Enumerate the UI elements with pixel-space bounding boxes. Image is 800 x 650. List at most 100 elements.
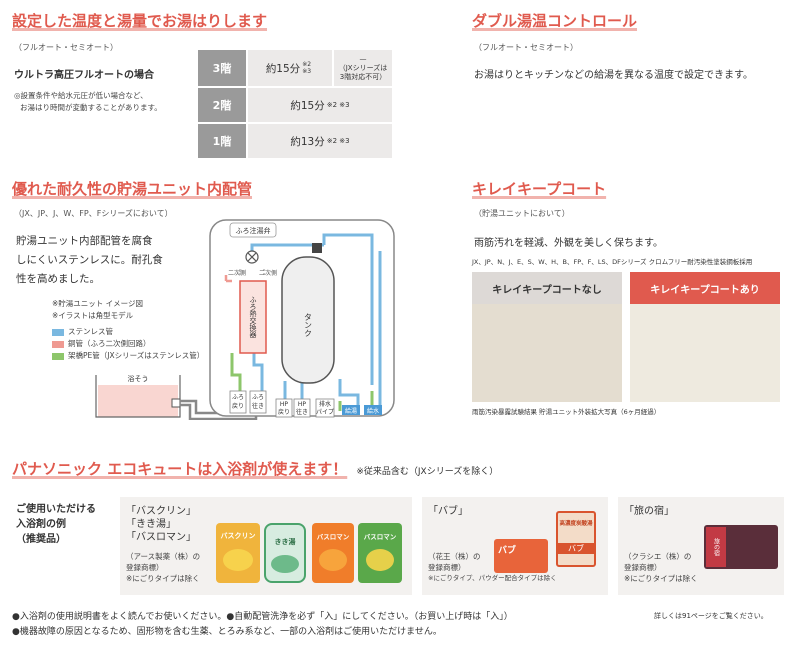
footer-note-2: ●機器故障の原因となるため、固形物を含む生薬、とろみ系など、一部の入浴剤はご使用… — [12, 627, 442, 637]
footnote-mark: ※2 ※3 — [326, 101, 350, 109]
valve-label-box — [229, 222, 277, 238]
install-note-line1: ◎設置条件や給水元圧が低い場合など、 — [14, 91, 148, 100]
lemon-graphic — [366, 549, 394, 571]
bath-outline — [95, 375, 181, 418]
outlet-water-label: 給水 — [367, 407, 379, 415]
jx-note-line1: （JXシリーズは — [338, 63, 388, 72]
footnote-mark: ※2 ※3 — [302, 61, 312, 75]
floor-label: 1階 — [198, 122, 246, 158]
floor-label: 2階 — [198, 86, 246, 122]
jx-note-cell: — （JXシリーズは 3階対応不可） — [334, 50, 392, 86]
durable-piping-title: 優れた耐久性の貯湯ユニット内配管 — [12, 180, 253, 198]
package-label: 旅の宿 — [712, 538, 720, 556]
install-note-line2: お湯はり時間が変動することがあります。 — [20, 103, 162, 112]
package-label: バスロマン — [363, 533, 397, 541]
port-label: ふろ — [252, 394, 264, 401]
recommended-line: ご使用いただける — [16, 504, 96, 515]
floor-row-2: 2階 約15分 ※2 ※3 — [198, 86, 392, 122]
valve-cross — [247, 252, 257, 262]
body-line: 性を高めました。 — [16, 273, 100, 285]
port-label: 戻り — [278, 408, 290, 416]
bub-carbonated-package: 高濃度炭酸湯 バブ — [556, 511, 596, 567]
legend-copper: 銅管（ふろ二次側回路） — [52, 338, 204, 350]
exclusion-note: ※にごりタイプは除く — [126, 574, 200, 583]
tank-fitting — [312, 243, 322, 253]
legend-label: 架橋PE管（JXシリーズはステンレス管） — [68, 351, 205, 360]
with-coat-photo — [630, 304, 780, 402]
bath-additive-title-row: パナソニック エコキュートは入浴剤が使えます！ ※従来品含む（JXシリーズを除く… — [12, 458, 498, 479]
double-temp-title: ダブル湯温コントロール — [472, 12, 638, 30]
package-label: バスロマン — [316, 533, 350, 541]
legend-swatch — [52, 328, 64, 336]
bath-water — [98, 385, 178, 417]
bath-label: 浴そう — [128, 374, 149, 383]
product-names: 「バブ」 — [428, 505, 468, 518]
floor-label: 3階 — [198, 50, 246, 86]
port-label: HP — [280, 401, 289, 408]
bath-additive-note: ※従来品含む（JXシリーズを除く） — [356, 467, 499, 477]
product-name: 「バスロマン」 — [126, 532, 196, 543]
kirei-keep-subtitle: （貯湯ユニットにおいて） — [474, 209, 570, 218]
product-names: 「バスクリン」 「きき湯」 「バスロマン」 — [126, 505, 196, 544]
port-label: パイプ — [316, 409, 334, 416]
pipe-ports: ふろ 戻り ふろ 往き HP 戻り HP 往き 排水 パイプ 給湯 給水 — [229, 390, 382, 418]
bath-heat-exchanger — [239, 280, 267, 354]
secondary-label: 二次側 — [228, 269, 246, 277]
exchanger-label: ふろ熱交換器 — [249, 296, 257, 339]
floor-row-1: 1階 約13分 ※2 ※3 — [198, 122, 392, 158]
package-graphic — [271, 555, 299, 573]
tabinoyado-package: 旅の宿 — [704, 525, 778, 569]
kirei-keep-body: 雨筋汚れを軽減、外観を美しく保ちます。 — [474, 238, 663, 249]
port-label: 往き — [252, 402, 264, 410]
secondary-dash — [239, 269, 265, 277]
body-line: 貯湯ユニット内部配管を腐食 — [16, 235, 153, 247]
citrus-graphic — [223, 549, 253, 571]
product-maker-note: （クラシエ（株）の 登録商標） ※にごりタイプは除く — [624, 551, 698, 584]
kikiyu-package: きき湯 — [264, 523, 306, 583]
bathroman-orange-package: バスロマン — [312, 523, 354, 583]
recommended-line: 入浴剤の例 — [16, 519, 66, 530]
coat-test-caption: 雨筋汚染暴露試験結果 貯湯ユニット外装拡大写真（6ヶ月経過） — [472, 408, 661, 416]
valve-label: ふろ注湯弁 — [236, 226, 271, 235]
legend-stainless: ステンレス管 — [52, 326, 204, 338]
double-temp-subtitle: （フルオート・セミオート） — [474, 43, 578, 52]
package-label: バブ — [498, 546, 517, 556]
product-name: 「バブ」 — [428, 506, 468, 517]
fill-time-cell: 約15分 ※2 ※3 — [248, 86, 392, 122]
product-group-kracie: 「旅の宿」 （クラシエ（株）の 登録商標） ※にごりタイプは除く 旅の宿 — [618, 497, 784, 595]
footer-note-1: ●入浴剤の使用説明書をよく読んでお使いください。●自動配管洗浄を必ず「入」にして… — [12, 612, 513, 622]
recommended-line: （推奨品） — [16, 534, 66, 545]
legend-pe: 架橋PE管（JXシリーズはステンレス管） — [52, 350, 204, 362]
with-coat-header: キレイキープコートあり — [630, 272, 780, 304]
package-label: バブ — [558, 543, 594, 554]
fill-time: 約15分 — [265, 62, 301, 75]
hot-water-tank — [281, 256, 335, 384]
kirei-keep-series: JX、JP、N、J、E、S、W、H、B、FP、F、LS、DFシリーズ クロムフリ… — [472, 258, 753, 266]
bath-adapter — [171, 398, 181, 408]
bub-box-package: バブ — [494, 539, 548, 573]
maker: （アース製薬（株）の — [126, 552, 201, 561]
exclusion-note: ※にごりタイプは除く — [624, 574, 698, 583]
diagram-note-2: ※イラストは角型モデル — [52, 311, 134, 320]
bath-filling-subtitle: （フルオート・セミオート） — [14, 43, 118, 52]
port-label: 戻り — [232, 402, 244, 410]
body-line: しにくいステンレスに。耐孔食 — [16, 254, 163, 266]
without-coat-photo — [472, 304, 622, 402]
ultra-high-pressure-label: ウルトラ高圧フルオートの場合 — [14, 70, 154, 81]
registered: 登録商標） — [624, 563, 662, 572]
maker: （花王（株）の — [428, 552, 481, 561]
fill-time: 約13分 — [290, 135, 325, 148]
package-label-band: 旅の宿 — [706, 527, 726, 567]
durable-piping-subtitle: （JX、JP、J、W、FP、Fシリーズにおいて） — [14, 209, 173, 218]
port-label: ふろ — [232, 394, 244, 401]
product-name: 「旅の宿」 — [624, 506, 674, 517]
double-temp-body: お湯はりとキッチンなどの給湯を異なる温度で設定できます。 — [474, 70, 753, 81]
floor-row-3: 3階 約15分 ※2 ※3 — （JXシリーズは 3階対応不可） — [198, 50, 392, 86]
recommended-label: ご使用いただける 入浴剤の例 （推奨品） — [16, 502, 96, 547]
tank-label: タンク — [304, 313, 313, 337]
bathroman-green-package: バスロマン — [358, 523, 402, 583]
product-group-kao: 「バブ」 （花王（株）の 登録商標） ※にごりタイプ、パウダー配合タイプは除く … — [422, 497, 608, 595]
secondary-label: 二次側 — [259, 269, 277, 277]
footnote-mark: ※2 ※3 — [326, 137, 350, 145]
bathclin-package: バスクリン — [216, 523, 260, 583]
